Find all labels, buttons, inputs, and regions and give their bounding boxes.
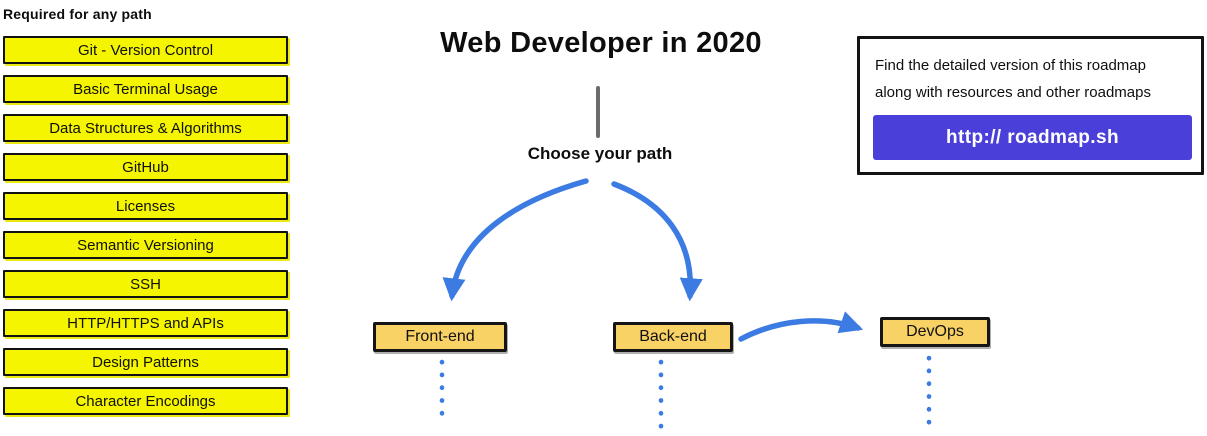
topic-label: Licenses bbox=[115, 197, 176, 215]
topic-node-design-patterns[interactable]: Design Patterns bbox=[3, 348, 288, 376]
topic-label: SSH bbox=[130, 275, 161, 293]
roadmap-url-button[interactable]: http:// roadmap.sh bbox=[873, 115, 1192, 160]
topic-label: Design Patterns bbox=[92, 353, 199, 371]
required-topics-section: Required for any path Git - Version Cont… bbox=[3, 6, 290, 426]
path-node-label: DevOps bbox=[906, 323, 964, 340]
topic-node-terminal[interactable]: Basic Terminal Usage bbox=[3, 75, 288, 103]
topic-node-github[interactable]: GitHub bbox=[3, 153, 288, 181]
topic-node-licenses[interactable]: Licenses bbox=[3, 192, 288, 220]
topic-label: Basic Terminal Usage bbox=[73, 80, 218, 98]
topic-node-semantic-versioning[interactable]: Semantic Versioning bbox=[3, 231, 288, 259]
arrow-choose-to-frontend bbox=[442, 178, 589, 302]
info-line-1: Find the detailed version of this roadma… bbox=[875, 57, 1146, 74]
path-node-label: Front-end bbox=[405, 328, 475, 345]
topic-node-character-encodings[interactable]: Character Encodings bbox=[3, 387, 288, 415]
arrow-backend-to-devops bbox=[738, 311, 864, 342]
info-box: Find the detailed version of this roadma… bbox=[857, 36, 1204, 175]
topic-label: HTTP/HTTPS and APIs bbox=[67, 314, 224, 332]
info-line-2: along with resources and other roadmaps bbox=[875, 84, 1151, 101]
info-box-text: Find the detailed version of this roadma… bbox=[860, 39, 1201, 106]
topic-label: Character Encodings bbox=[75, 392, 216, 410]
path-node-label: Back-end bbox=[639, 328, 707, 345]
path-node-back-end[interactable]: Back-end bbox=[613, 322, 733, 352]
topic-node-git[interactable]: Git - Version Control bbox=[3, 36, 288, 64]
topic-label: GitHub bbox=[122, 158, 169, 176]
topic-label: Data Structures & Algorithms bbox=[49, 119, 242, 137]
topic-node-ssh[interactable]: SSH bbox=[3, 270, 288, 298]
topic-label: Semantic Versioning bbox=[77, 236, 214, 254]
path-node-front-end[interactable]: Front-end bbox=[373, 322, 507, 352]
page-title: Web Developer in 2020 bbox=[440, 27, 762, 59]
required-topics-heading: Required for any path bbox=[3, 6, 152, 22]
path-node-devops[interactable]: DevOps bbox=[880, 317, 990, 347]
topic-label: Git - Version Control bbox=[77, 41, 214, 59]
choose-path-label: Choose your path bbox=[527, 144, 673, 163]
topic-node-http-apis[interactable]: HTTP/HTTPS and APIs bbox=[3, 309, 288, 337]
arrow-choose-to-backend bbox=[611, 181, 703, 302]
topic-node-data-structures[interactable]: Data Structures & Algorithms bbox=[3, 114, 288, 142]
